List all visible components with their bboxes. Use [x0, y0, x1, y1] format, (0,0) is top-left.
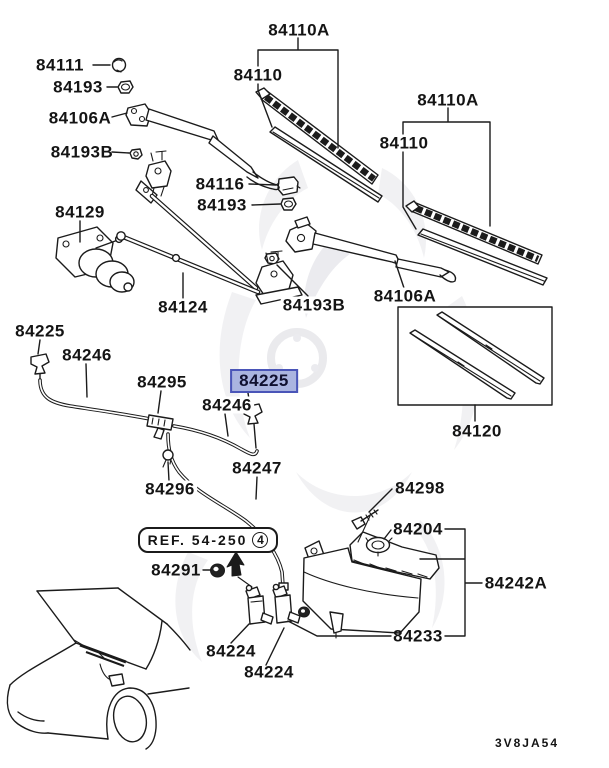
part-label-84224[interactable]: 84224: [244, 662, 294, 682]
linkage-84124: [116, 193, 261, 295]
ref-note-circled-number: 4: [252, 532, 269, 548]
part-label-84193B[interactable]: 84193B: [280, 295, 348, 315]
wiper-arm-right: [285, 216, 457, 283]
locator-arrow: [226, 551, 253, 588]
cap-84116: [275, 176, 301, 196]
part-label-84242A[interactable]: 84242A: [484, 573, 548, 593]
part-label-84246[interactable]: 84246: [62, 345, 112, 365]
wiper-blade-right: [405, 200, 548, 286]
joint-84295: [146, 414, 174, 440]
wiper-blade-top: [255, 87, 383, 203]
part-label-84224[interactable]: 84224: [206, 641, 256, 661]
wiper-motor-84129: [55, 226, 135, 293]
part-label-84129[interactable]: 84129: [55, 202, 105, 222]
washer-nozzle-left-84225: [30, 353, 50, 381]
hose-84246-right: [172, 424, 259, 457]
nut-84193-a: [117, 80, 134, 94]
part-label-84204[interactable]: 84204: [393, 519, 443, 539]
part-label-84120[interactable]: 84120: [452, 421, 502, 441]
nut-84193-b: [280, 197, 297, 211]
part-label-84106A[interactable]: 84106A: [48, 108, 112, 128]
refill-box-84120: [397, 306, 553, 422]
part-label-84247[interactable]: 84247: [230, 458, 284, 478]
part-label-84110A[interactable]: 84110A: [417, 90, 479, 110]
ref-note-box: REF. 54-250 4: [138, 527, 278, 553]
part-label-84124[interactable]: 84124: [156, 297, 210, 317]
part-label-84193[interactable]: 84193: [197, 195, 247, 215]
pivot-cap-screw-84111: [111, 57, 127, 73]
hose-clip-84296: [162, 449, 174, 468]
diagram-code: 3V8JA54: [494, 736, 559, 750]
nut-84193b-a: [129, 148, 143, 160]
washer-pump-1: [245, 584, 274, 625]
car-sketch: [6, 587, 191, 750]
part-label-84291[interactable]: 84291: [151, 560, 201, 580]
wiper-arm-left: [125, 103, 280, 191]
part-label-84246[interactable]: 84246: [200, 395, 254, 415]
ref-note-text: REF. 54-250: [147, 532, 248, 548]
part-label-84193[interactable]: 84193: [53, 77, 103, 97]
pivot-assembly-right: [255, 250, 303, 305]
part-label-84111[interactable]: 84111: [36, 55, 84, 75]
part-label-84295[interactable]: 84295: [137, 372, 187, 392]
part-label-84193B[interactable]: 84193B: [50, 142, 114, 162]
tank-bolt-84298: [351, 509, 379, 530]
hose-84246-left: [38, 378, 152, 421]
part-label-84296[interactable]: 84296: [143, 479, 197, 499]
part-label-84110A[interactable]: 84110A: [268, 20, 330, 40]
reservoir-tank: [302, 515, 440, 639]
part-label-84233[interactable]: 84233: [393, 626, 443, 646]
part-label-84110[interactable]: 84110: [377, 133, 431, 153]
part-label-84298[interactable]: 84298: [395, 478, 445, 498]
part-label-84106A[interactable]: 84106A: [371, 286, 439, 306]
leader-lines: [37, 37, 491, 666]
part-label-84110[interactable]: 84110: [231, 65, 285, 85]
washer-pump-2: [272, 583, 310, 624]
part-label-84116[interactable]: 84116: [195, 174, 245, 194]
part-label-84225-highlighted[interactable]: 84225: [230, 369, 298, 393]
grommet-84291: [210, 563, 225, 578]
part-label-84225[interactable]: 84225: [15, 321, 65, 341]
